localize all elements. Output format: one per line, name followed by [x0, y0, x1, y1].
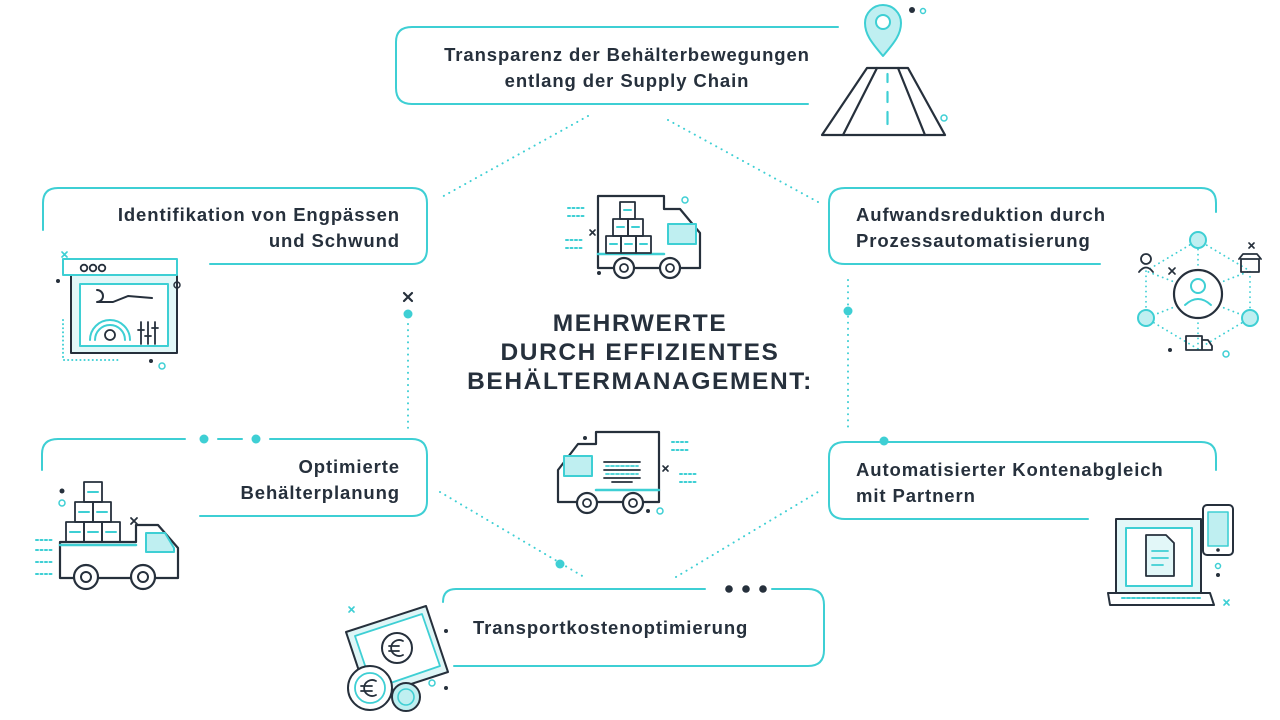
cross-mark	[402, 291, 414, 303]
benefit-planning-line-2: Behälterplanung	[240, 482, 400, 503]
benefit-planning-line-1: Optimierte	[298, 456, 400, 477]
banknote-euro-coins-icon	[345, 605, 449, 712]
frame-identification	[42, 187, 428, 265]
connector-dot	[555, 559, 565, 569]
benefit-transport-line-1: Transportkostenoptimierung	[473, 617, 749, 638]
benefit-identification-line-2: und Schwund	[268, 230, 400, 251]
benefit-automation-line-1: Aufwandsreduktion durch	[856, 204, 1106, 225]
benefit-transport: Transportkostenoptimierung	[473, 615, 813, 641]
benefit-automation-line-2: Prozessautomatisierung	[856, 230, 1091, 251]
benefit-reconciliation-line-1: Automatisierter Kontenabgleich	[856, 459, 1164, 480]
frame-transport	[442, 588, 825, 667]
headline-line-2: DURCH EFFIZIENTES	[500, 339, 780, 366]
ellipsis-dot	[725, 585, 733, 593]
box-truck-icon	[556, 430, 699, 515]
benefit-transparency-line-1: Transparenz der Behälterbewegungen	[444, 44, 810, 65]
connector-dot	[879, 436, 889, 446]
user-network-icon	[1137, 231, 1262, 358]
benefit-transparency: Transparenz der Behälterbewegungen entla…	[412, 42, 842, 94]
benefit-transparency-line-2: entlang der Supply Chain	[504, 70, 750, 91]
ellipsis-dot	[759, 585, 767, 593]
benefit-identification-line-1: Identifikation von Engpässen	[117, 204, 400, 225]
frame-planning	[41, 438, 428, 517]
browser-settings-icon	[56, 251, 181, 370]
connector-dot	[843, 306, 853, 316]
connector-top-left	[439, 115, 589, 199]
frame-transparency	[395, 26, 839, 105]
connector-top-right	[667, 119, 819, 203]
truck-with-boxes-icon	[35, 481, 180, 591]
benefit-identification: Identifikation von Engpässen und Schwund	[44, 202, 400, 254]
frame-automation	[828, 187, 1217, 265]
benefit-reconciliation-line-2: mit Partnern	[856, 485, 976, 506]
headline: MEHRWERTE DURCH EFFIZIENTES BEHÄLTERMANA…	[430, 309, 850, 396]
benefit-planning: Optimierte Behälterplanung	[44, 454, 400, 506]
laptop-phone-document-icon	[1107, 504, 1234, 606]
connector-dot	[251, 434, 261, 444]
road-location-pin-icon	[820, 4, 948, 137]
frame-reconciliation	[828, 441, 1217, 520]
ellipsis-dot	[742, 585, 750, 593]
benefit-automation: Aufwandsreduktion durch Prozessautomatis…	[856, 202, 1196, 254]
headline-line-1: MEHRWERTE	[552, 310, 728, 337]
connector-bottom-right	[675, 491, 819, 578]
connector-dot	[199, 434, 209, 444]
delivery-truck-boxes-icon	[565, 194, 702, 280]
connector-dot	[403, 309, 413, 319]
benefit-reconciliation: Automatisierter Kontenabgleich mit Partn…	[856, 457, 1211, 509]
headline-line-3: BEHÄLTERMANAGEMENT:	[467, 368, 813, 395]
